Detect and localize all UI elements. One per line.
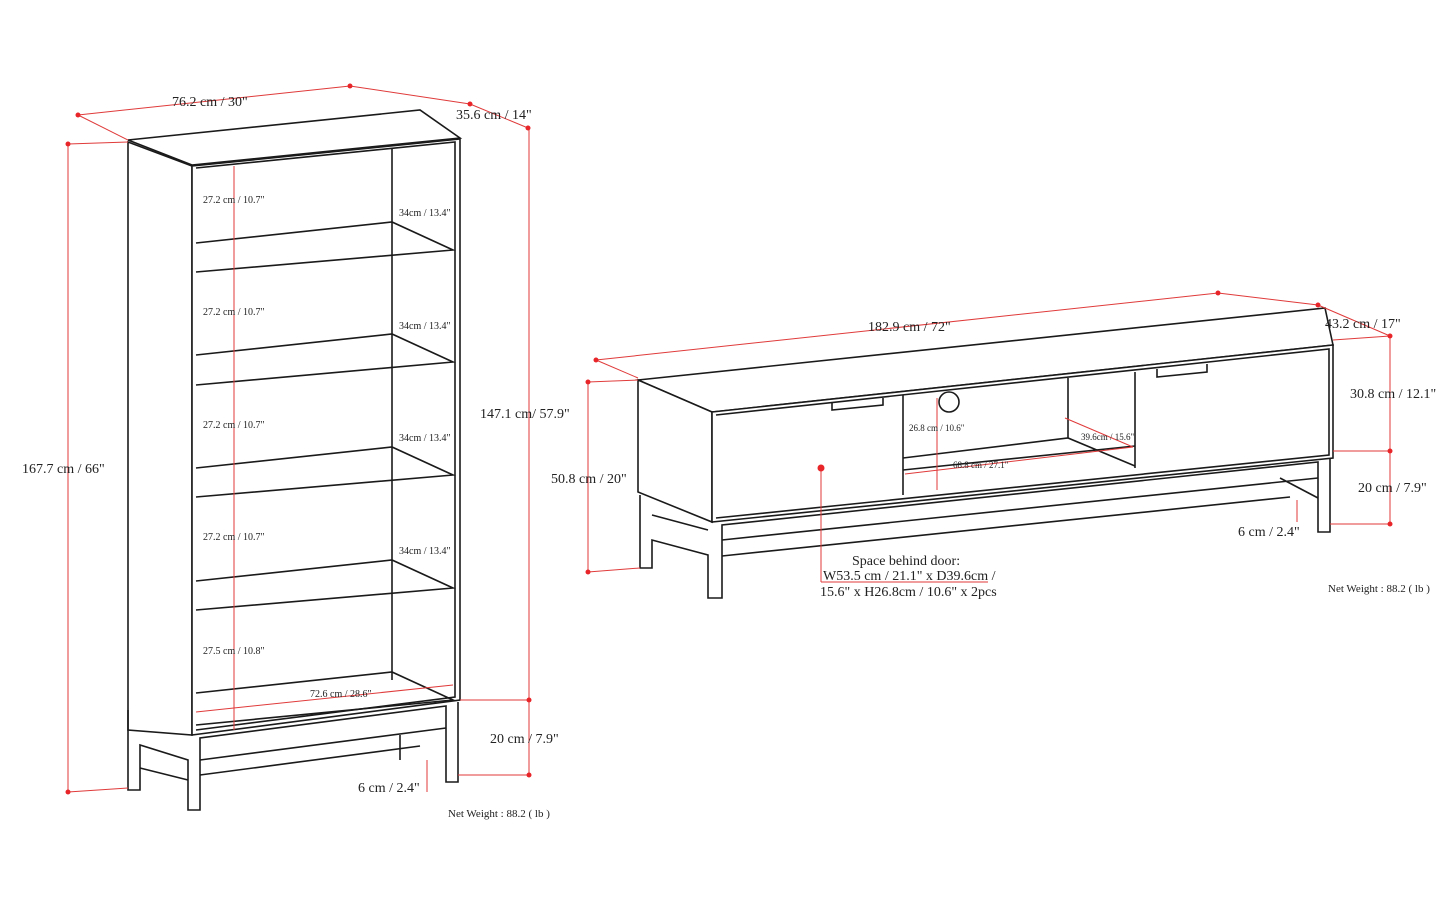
- bookcase-depth-label: 35.6 cm / 14": [456, 108, 532, 123]
- tv-width-label: 182.9 cm / 72": [868, 320, 951, 335]
- shelf-height-label: 27.2 cm / 10.7": [203, 307, 265, 318]
- tv-stand-drawing: [634, 307, 1334, 599]
- bookcase-leg-height-label: 20 cm / 7.9": [490, 732, 559, 747]
- tv-net-weight: Net Weight : 88.2 ( lb ): [1328, 583, 1430, 595]
- shelf-height-label: 27.2 cm / 10.7": [203, 195, 265, 206]
- bookcase-leg-width-label: 6 cm / 2.4": [358, 781, 420, 796]
- bookcase-net-weight: Net Weight : 88.2 ( lb ): [448, 808, 550, 820]
- opening-depth-label: 39.6cm / 15.6": [1081, 432, 1134, 442]
- shelf-height-label: 27.2 cm / 10.7": [203, 532, 265, 543]
- tv-stand-labels: 182.9 cm / 72" 43.2 cm / 17" 50.8 cm / 2…: [551, 317, 1436, 600]
- door-note-line: W53.5 cm / 21.1" x D39.6cm /: [823, 569, 996, 584]
- bookcase-height-label: 167.7 cm / 66": [22, 462, 105, 477]
- shelf-depth-label: 34cm / 13.4": [399, 546, 451, 557]
- tv-body-height-label: 30.8 cm / 12.1": [1350, 387, 1436, 402]
- shelf-depth-label: 34cm / 13.4": [399, 433, 451, 444]
- shelf-height-label: 27.2 cm / 10.7": [203, 420, 265, 431]
- bookcase-body-height-label: 147.1 cm/ 57.9": [480, 407, 570, 422]
- bookcase-labels: 76.2 cm / 30" 35.6 cm / 14" 167.7 cm / 6…: [22, 95, 570, 820]
- shelf-depth-label: 34cm / 13.4": [399, 208, 451, 219]
- inner-width-label: 72.6 cm / 28.6": [310, 689, 372, 700]
- bookcase-width-label: 76.2 cm / 30": [172, 95, 248, 110]
- bookcase-dimension-lines: [65, 83, 532, 795]
- door-note-title: Space behind door:: [852, 554, 960, 569]
- shelf-depth-label: 34cm / 13.4": [399, 321, 451, 332]
- opening-width-label: 68.8 cm / 27.1": [953, 460, 1009, 470]
- shelf-height-label: 27.5 cm / 10.8": [203, 646, 265, 657]
- tv-leg-width-label: 6 cm / 2.4": [1238, 525, 1300, 540]
- tv-depth-label: 43.2 cm / 17": [1325, 317, 1401, 332]
- door-note-line: 15.6" x H26.8cm / 10.6" x 2pcs: [820, 585, 997, 600]
- bookcase-shelves: [195, 221, 457, 726]
- tv-stand-dimension-lines: [585, 290, 1393, 583]
- bookcase-drawing: [127, 109, 463, 811]
- tv-height-label: 50.8 cm / 20": [551, 472, 627, 487]
- opening-height-label: 26.8 cm / 10.6": [909, 423, 965, 433]
- tv-leg-height-label: 20 cm / 7.9": [1358, 481, 1427, 496]
